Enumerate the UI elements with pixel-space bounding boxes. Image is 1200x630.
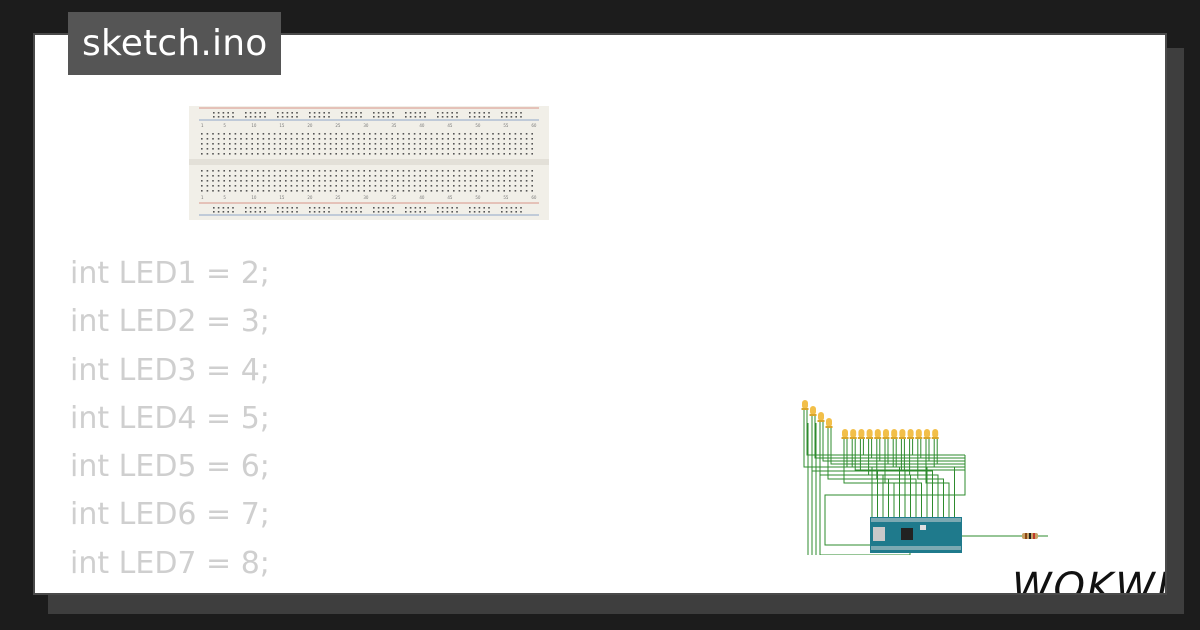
wire	[803, 410, 873, 517]
code-line: int LED5 = 6;	[70, 449, 270, 485]
breadboard-column-label: 30	[363, 123, 369, 128]
breadboard-column-label: 25	[335, 123, 341, 128]
breadboard-column-label: 50	[475, 123, 481, 128]
led	[898, 429, 906, 439]
resistor	[962, 533, 1048, 539]
led	[857, 429, 865, 439]
wire	[903, 439, 965, 471]
arduino-nano	[870, 517, 962, 553]
code-line: int LED3 = 4;	[70, 352, 270, 388]
circuit-diagram	[801, 400, 1048, 555]
code-line: int LED8 = 9;	[70, 588, 270, 593]
breadboard-column-label: 40	[419, 195, 425, 200]
svg-text:WOKWI: WOKWI	[1012, 565, 1167, 595]
wire	[843, 439, 895, 517]
breadboard-column-label: 15	[279, 123, 285, 128]
wire	[859, 439, 906, 517]
code-line: int LED1 = 2;	[70, 256, 270, 291]
breadboard-column-label: 10	[251, 195, 257, 200]
led	[907, 429, 915, 439]
wire	[928, 439, 965, 462]
breadboard-column-label: 1	[201, 123, 204, 128]
wire	[920, 439, 965, 459]
breadboard-column-label: 55	[503, 195, 509, 200]
breadboard-column-label: 35	[391, 195, 397, 200]
wire	[814, 416, 965, 459]
wire	[815, 423, 911, 555]
wire	[884, 439, 922, 517]
wire	[912, 439, 965, 456]
breadboard-column-label: 45	[447, 195, 453, 200]
wire	[895, 439, 965, 468]
breadboard-column-label: 5	[223, 123, 226, 128]
breadboard-column-label: 15	[279, 195, 285, 200]
wire	[868, 439, 911, 517]
code-line: int LED4 = 5;	[70, 400, 270, 436]
code-preview: int LED1 = 2; int LED2 = 3; int LED3 = 4; i…	[70, 250, 270, 593]
led	[817, 412, 825, 422]
wire	[900, 439, 933, 517]
led	[801, 400, 809, 410]
wire	[819, 423, 911, 555]
breadboard-column-label: 50	[475, 195, 481, 200]
wire	[925, 439, 950, 517]
wire	[846, 439, 965, 468]
breadboard-column-label: 60	[531, 123, 537, 128]
led	[923, 429, 931, 439]
wire	[876, 439, 917, 517]
file-title: sketch.ino	[68, 12, 282, 75]
led	[809, 406, 817, 416]
led	[841, 429, 849, 439]
code-line: int LED2 = 3;	[70, 304, 270, 340]
code-line: int LED7 = 8;	[70, 545, 270, 581]
breadboard-column-label: 5	[223, 195, 226, 200]
wokwi-logo: WOKWI	[1012, 565, 1167, 595]
led	[882, 429, 890, 439]
breadboard-column-label: 1	[201, 195, 204, 200]
led	[931, 429, 939, 439]
led	[874, 429, 882, 439]
led	[890, 429, 898, 439]
wire	[909, 439, 939, 517]
breadboard-column-label: 10	[251, 123, 257, 128]
wire	[827, 428, 889, 517]
wire	[936, 439, 965, 465]
led	[849, 429, 857, 439]
led	[825, 418, 833, 428]
led	[866, 429, 874, 439]
breadboard-column-label: 35	[391, 123, 397, 128]
wire	[811, 423, 911, 555]
breadboard-column-label: 25	[335, 195, 341, 200]
code-line: int LED6 = 7;	[70, 497, 270, 533]
breadboard-column-label: 20	[307, 123, 313, 128]
breadboard-column-label: 40	[419, 123, 425, 128]
breadboard-column-label: 60	[531, 195, 537, 200]
breadboard: 1155101015152020252530303535404045455050…	[189, 106, 549, 220]
wire	[933, 439, 955, 517]
wire	[807, 423, 911, 555]
wire	[917, 439, 944, 517]
wire	[851, 439, 900, 517]
led	[915, 429, 923, 439]
breadboard-column-label: 55	[503, 123, 509, 128]
breadboard-column-label: 45	[447, 123, 453, 128]
wire	[862, 439, 965, 456]
breadboard-column-label: 20	[307, 195, 313, 200]
breadboard-column-label: 30	[363, 195, 369, 200]
wire	[824, 455, 966, 546]
